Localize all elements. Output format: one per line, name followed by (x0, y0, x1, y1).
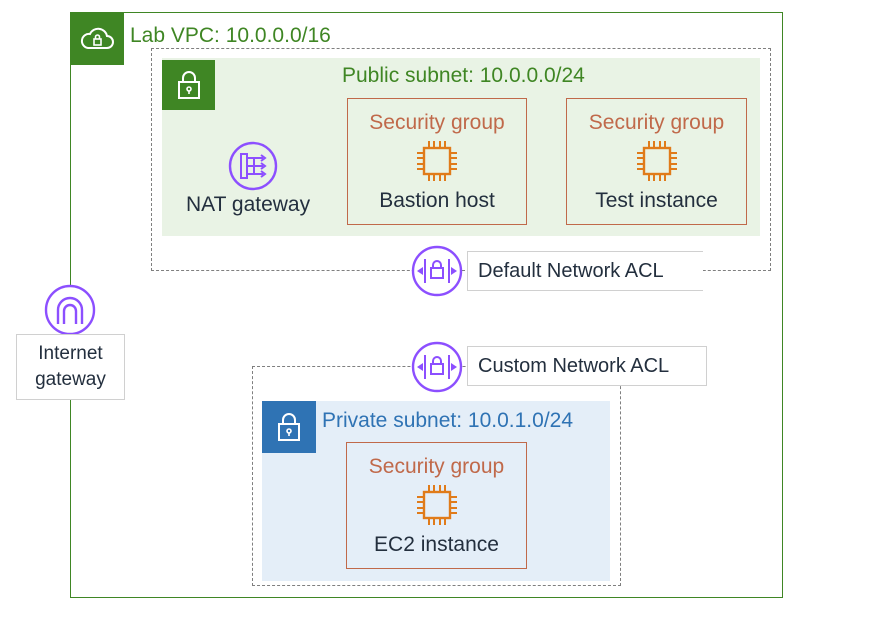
private-subnet-label: Private subnet: 10.0.1.0/24 (322, 409, 574, 432)
instance-label: Test instance (595, 189, 718, 212)
security-group-bastion: Security group Bastion host (347, 98, 527, 225)
network-acl-icon (411, 341, 463, 393)
ec2-chip-icon (636, 141, 677, 181)
internet-gateway-icon (44, 284, 96, 336)
vpc-badge (70, 12, 124, 65)
security-group-test: Security group Test instance (566, 98, 747, 225)
private-subnet-badge (262, 401, 316, 453)
custom-network-acl-label: Custom Network ACL (467, 346, 707, 386)
public-subnet-label: Public subnet: 10.0.0.0/24 (342, 64, 585, 87)
security-group-title: Security group (588, 111, 725, 134)
ec2-chip-icon (416, 485, 457, 525)
padlock-icon (177, 71, 200, 99)
instance-label: EC2 instance (374, 533, 499, 556)
public-subnet-badge (162, 60, 215, 110)
nat-gateway-label: NAT gateway (186, 193, 311, 216)
instance-label: Bastion host (379, 189, 495, 212)
cloud-lock-icon (80, 27, 114, 49)
internet-gateway-line2: gateway (35, 369, 106, 390)
default-network-acl-label: Default Network ACL (467, 251, 703, 291)
security-group-title: Security group (368, 455, 505, 478)
internet-gateway-label: Internet gateway (16, 334, 125, 400)
ec2-chip-icon (417, 141, 457, 181)
padlock-icon (278, 413, 300, 441)
network-acl-icon (411, 245, 463, 297)
internet-gateway-line1: Internet (38, 343, 103, 364)
vpc-label: Lab VPC: 10.0.0.0/16 (130, 24, 331, 47)
security-group-ec2: Security group EC2 instance (346, 442, 527, 569)
security-group-title: Security group (369, 111, 505, 134)
nat-gateway-icon (228, 141, 278, 191)
